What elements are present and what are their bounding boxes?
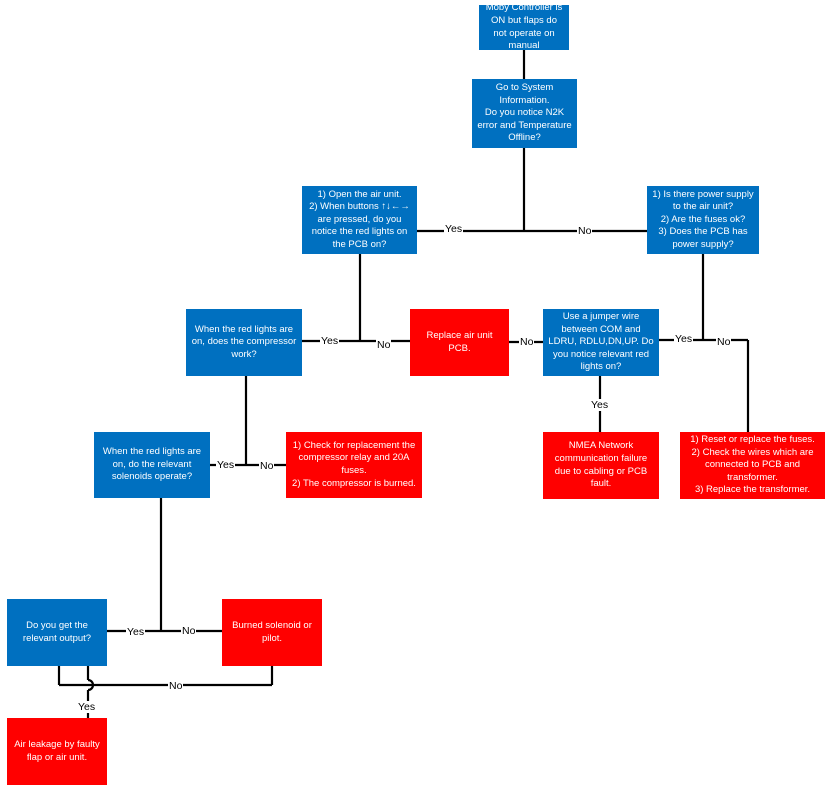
reset-fuses-box: 1) Reset or replace the fuses. 2) Check … xyxy=(680,432,825,499)
system-info-box: Go to System Information. Do you notice … xyxy=(472,79,577,148)
label-no-burned: No xyxy=(181,625,197,637)
burned-solenoid-box: Burned solenoid or pilot. xyxy=(222,599,322,666)
start-box: Moby Controller is ON but flaps do not o… xyxy=(479,2,569,51)
label-yes-solenoids: Yes xyxy=(216,459,236,471)
jumper-wire-box: Use a jumper wire between COM and LDRU, … xyxy=(543,309,659,376)
label-yes-open-air-unit: Yes xyxy=(444,223,464,235)
label-no-relay: No xyxy=(259,460,275,472)
label-no-power-supply: No xyxy=(577,225,593,237)
compressor-work-box: When the red lights are on, does the com… xyxy=(186,309,302,376)
label-yes-nmea: Yes xyxy=(590,399,610,411)
label-no-reset: No xyxy=(716,336,732,348)
power-supply-box: 1) Is there power supply to the air unit… xyxy=(647,186,759,254)
check-relay-box: 1) Check for replacement the compressor … xyxy=(286,432,422,498)
label-yes-jumper: Yes xyxy=(674,333,694,345)
air-leakage-box: Air leakage by faulty flap or air unit. xyxy=(7,718,107,785)
solenoids-operate-box: When the red lights are on, do the relev… xyxy=(94,432,210,498)
relevant-output-box: Do you get the relevant output? xyxy=(7,599,107,666)
label-no-jumper: No xyxy=(519,336,535,348)
open-air-unit-box: 1) Open the air unit. 2) When buttons ↑↓… xyxy=(302,186,417,254)
label-no-replace-pcb: No xyxy=(376,339,392,351)
label-yes-compressor: Yes xyxy=(320,335,340,347)
nmea-failure-box: NMEA Network communication failure due t… xyxy=(543,432,659,499)
label-no-loop: No xyxy=(168,680,184,692)
replace-pcb-box: Replace air unit PCB. xyxy=(410,309,509,376)
label-yes-leak: Yes xyxy=(77,701,97,713)
label-yes-output: Yes xyxy=(126,626,146,638)
